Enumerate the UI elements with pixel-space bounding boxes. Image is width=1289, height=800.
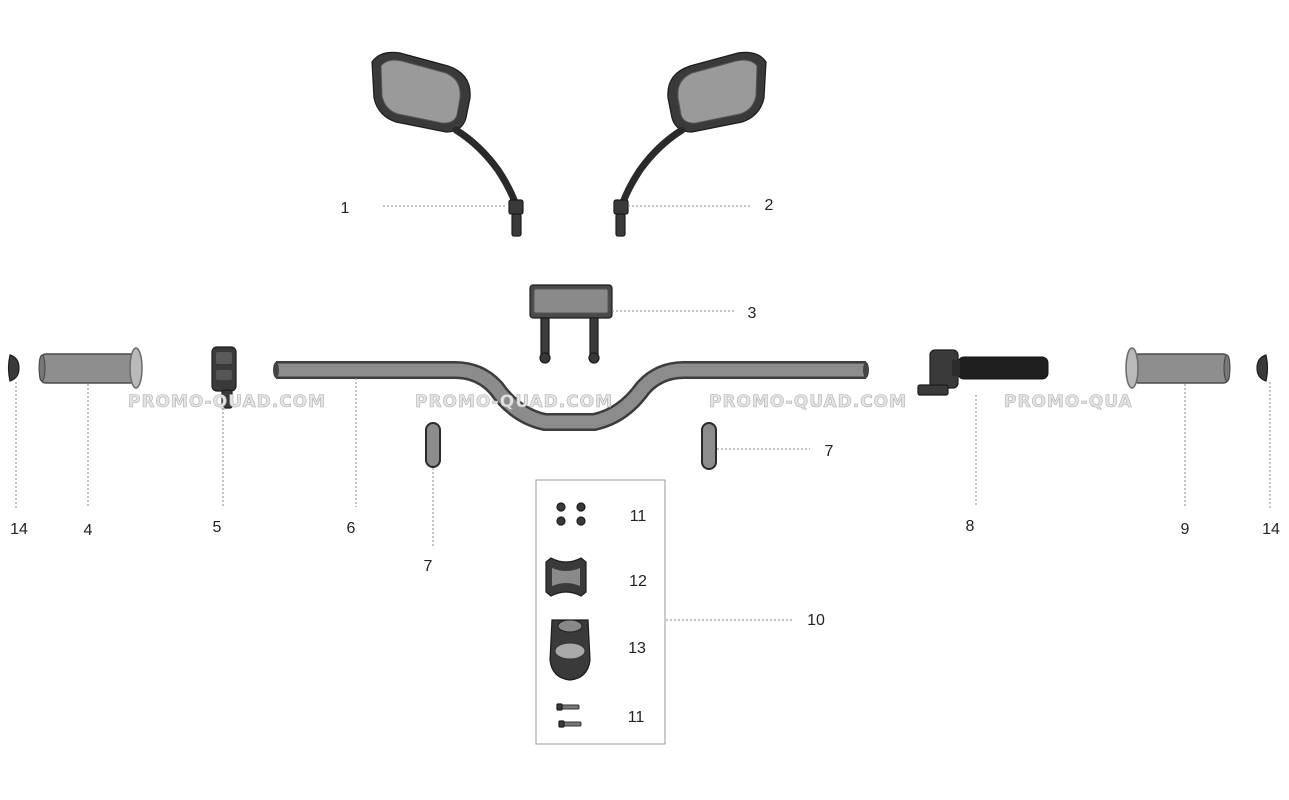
callout-4: 4 (84, 522, 93, 539)
watermark: PROMO-QUA (1004, 392, 1133, 412)
callouts: 1 2 3 4 5 6 7 7 8 9 10 11 12 13 11 14 14 (10, 197, 1280, 726)
callout-6: 6 (347, 520, 356, 537)
left-mirror[interactable] (371, 51, 524, 237)
callout-7-left: 7 (424, 558, 433, 575)
callout-3: 3 (748, 305, 757, 322)
callout-14-left: 14 (10, 521, 28, 538)
watermark: PROMO-QUAD.COM (415, 392, 613, 412)
clamp-rubber-left[interactable] (425, 422, 441, 468)
callout-14-right: 14 (1262, 521, 1280, 538)
watermark-group: PROMO-QUAD.COM PROMO-QUAD.COM PROMO-QUAD… (128, 392, 1133, 413)
watermark: PROMO-QUAD.COM (128, 392, 326, 412)
callout-11-top: 11 (630, 508, 647, 525)
callout-2: 2 (765, 197, 774, 214)
bolts[interactable] (556, 703, 582, 728)
callout-12: 12 (629, 573, 647, 590)
callout-13: 13 (628, 640, 646, 657)
callout-8: 8 (966, 518, 975, 535)
callout-7-right: 7 (825, 443, 834, 460)
handlebar[interactable] (273, 361, 869, 431)
callout-11-bottom: 11 (628, 709, 645, 726)
callout-5: 5 (213, 519, 222, 536)
callout-10: 10 (807, 612, 825, 629)
left-grip[interactable] (38, 347, 143, 389)
left-switch-clamp[interactable] (211, 346, 237, 409)
leader-lines (15, 205, 1271, 621)
nuts[interactable] (556, 502, 586, 526)
right-bar-end-cap[interactable] (1256, 354, 1269, 382)
callout-9: 9 (1181, 521, 1190, 538)
throttle-assembly[interactable] (917, 349, 1049, 396)
right-mirror[interactable] (613, 51, 767, 237)
right-grip[interactable] (1125, 347, 1231, 389)
clamp-cap[interactable] (545, 557, 587, 597)
riser-kit-box (535, 479, 666, 745)
callout-1: 1 (341, 200, 350, 217)
watermark: PROMO-QUAD.COM (709, 392, 907, 412)
clamp-rubber-right[interactable] (701, 422, 717, 470)
riser-body[interactable] (549, 619, 591, 681)
crossbar-pad[interactable] (529, 284, 613, 364)
left-bar-end-cap[interactable] (7, 354, 20, 382)
